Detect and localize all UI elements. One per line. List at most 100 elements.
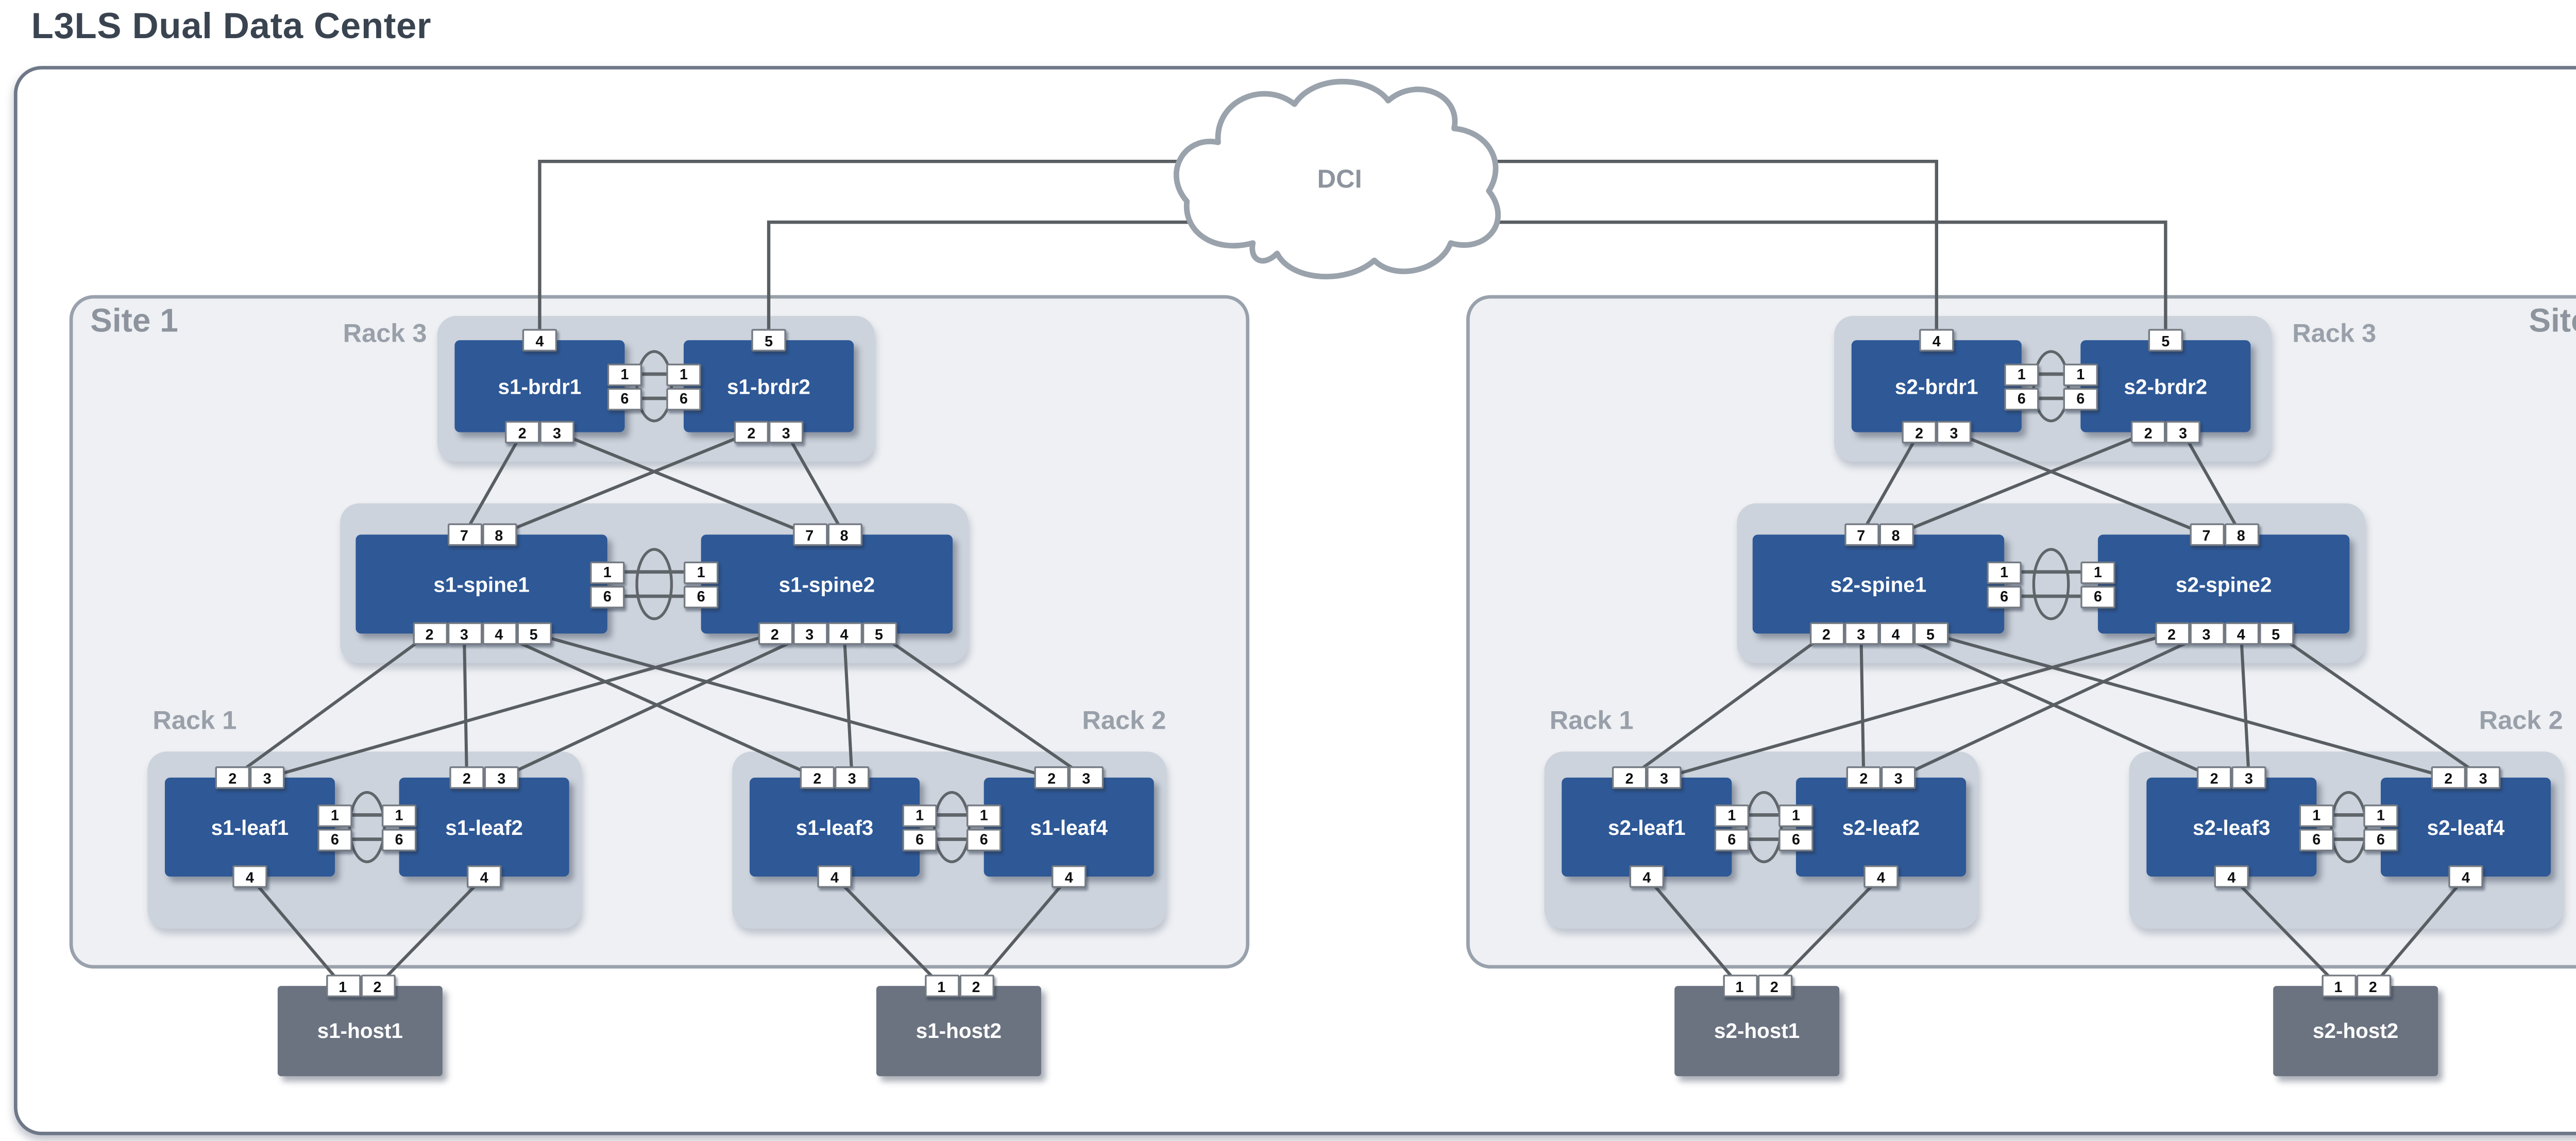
port-s1-leaf2-1: 1 [381, 803, 417, 827]
port-s2-leaf2-6: 6 [1778, 828, 1814, 851]
port-s1-leaf4-3: 3 [1069, 766, 1104, 789]
port-s1-host2-1: 1 [924, 975, 959, 997]
port-s1-brdr2-1: 1 [666, 362, 701, 385]
port-s2-spine2-1: 1 [2080, 560, 2115, 583]
port-s1-leaf1-6: 6 [317, 828, 352, 851]
port-s1-spine1-3: 3 [447, 622, 482, 645]
port-s1-leaf2-2: 2 [449, 766, 484, 789]
node-s1-brdr1: s1-brdr1 [454, 340, 625, 432]
port-s2-brdr1-6: 6 [2004, 387, 2039, 410]
port-s1-leaf1-2: 2 [215, 766, 250, 789]
node-s1-brdr2: s1-brdr2 [684, 340, 854, 432]
node-s2-brdr1: s2-brdr1 [1851, 340, 2022, 432]
port-s2-spine1-4: 4 [1878, 622, 1913, 645]
port-s1-spine2-8: 8 [826, 523, 862, 546]
port-s1-leaf1-4: 4 [232, 865, 267, 888]
port-s2-spine1-8: 8 [1878, 523, 1913, 546]
port-s2-leaf3-1: 1 [2299, 803, 2334, 827]
port-s1-spine1-1: 1 [590, 560, 625, 583]
port-s2-brdr2-6: 6 [2063, 387, 2098, 410]
port-s2-leaf3-3: 3 [2231, 766, 2266, 789]
rack-label-s1-rack3: Rack 3 [343, 319, 427, 349]
node-s2-leaf2: s2-leaf2 [1795, 777, 1967, 877]
port-s2-brdr2-1: 1 [2063, 362, 2098, 385]
port-s2-leaf2-2: 2 [1846, 766, 1882, 789]
port-s2-host1-1: 1 [1722, 975, 1757, 997]
port-s1-host1-1: 1 [325, 975, 360, 997]
port-s2-spine1-3: 3 [1843, 622, 1878, 645]
port-s2-spine2-7: 7 [2189, 523, 2224, 546]
port-s1-host2-2: 2 [958, 975, 994, 997]
port-s1-leaf4-1: 1 [967, 803, 1002, 827]
port-s1-brdr1-2: 2 [505, 421, 540, 444]
rack-label-s2-rack1: Rack 1 [1549, 706, 1634, 736]
port-s2-leaf1-2: 2 [1612, 766, 1647, 789]
port-s1-brdr1-4: 4 [522, 329, 557, 352]
node-s2-brdr2: s2-brdr2 [2080, 340, 2251, 432]
node-s2-spine1: s2-spine1 [1752, 534, 2005, 634]
port-s2-leaf1-4: 4 [1629, 865, 1665, 888]
node-s2-host2: s2-host2 [2273, 986, 2438, 1077]
port-s1-host1-2: 2 [360, 975, 395, 997]
port-s2-brdr1-3: 3 [1936, 421, 1972, 444]
port-s1-brdr1-6: 6 [607, 387, 642, 410]
port-s2-spine2-2: 2 [2154, 622, 2189, 645]
port-s2-brdr1-2: 2 [1902, 421, 1937, 444]
site-label-site2: Site 2 [2529, 304, 2576, 341]
node-s1-host2: s1-host2 [876, 986, 1041, 1077]
port-s1-leaf2-4: 4 [467, 865, 502, 888]
node-s1-leaf2: s1-leaf2 [399, 777, 569, 877]
port-s2-host1-2: 2 [1757, 975, 1792, 997]
port-s1-leaf4-6: 6 [967, 828, 1002, 851]
node-s1-spine2: s1-spine2 [701, 534, 953, 634]
port-s2-leaf2-1: 1 [1778, 803, 1814, 827]
port-s1-leaf2-3: 3 [484, 766, 519, 789]
port-s2-brdr2-2: 2 [2131, 421, 2166, 444]
port-s1-spine2-1: 1 [684, 560, 719, 583]
rack-label-s2-rack2: Rack 2 [2479, 706, 2563, 736]
rack-label-s2-rack3: Rack 3 [2292, 319, 2377, 349]
port-s2-leaf3-2: 2 [2197, 766, 2232, 789]
port-s2-spine2-4: 4 [2224, 622, 2259, 645]
port-s2-spine2-8: 8 [2224, 523, 2259, 546]
port-s1-leaf1-1: 1 [317, 803, 352, 827]
port-s1-leaf4-2: 2 [1034, 766, 1069, 789]
port-s1-spine2-3: 3 [792, 622, 827, 645]
node-s2-leaf3: s2-leaf3 [2146, 777, 2317, 877]
node-s1-host1: s1-host1 [277, 986, 443, 1077]
port-s2-leaf3-6: 6 [2299, 828, 2334, 851]
port-s2-spine1-1: 1 [1987, 560, 2022, 583]
port-s1-spine1-4: 4 [481, 622, 517, 645]
port-s1-spine2-5: 5 [861, 622, 896, 645]
port-s2-spine2-6: 6 [2080, 585, 2115, 608]
port-s1-spine2-2: 2 [757, 622, 792, 645]
rack-label-s1-rack2: Rack 2 [1082, 706, 1166, 736]
port-s1-leaf3-2: 2 [800, 766, 835, 789]
port-s1-spine2-7: 7 [792, 523, 827, 546]
node-s1-leaf3: s1-leaf3 [750, 777, 920, 877]
port-s1-leaf1-3: 3 [250, 766, 285, 789]
port-s2-leaf4-2: 2 [2431, 766, 2466, 789]
port-s1-spine1-2: 2 [412, 622, 447, 645]
port-s2-leaf1-1: 1 [1714, 803, 1750, 827]
port-s2-brdr2-3: 3 [2165, 421, 2200, 444]
node-s2-leaf1: s2-leaf1 [1562, 777, 1732, 877]
port-s1-leaf3-4: 4 [817, 865, 852, 888]
node-s1-leaf1: s1-leaf1 [164, 777, 335, 877]
port-s2-leaf4-4: 4 [2448, 865, 2483, 888]
port-s2-leaf1-6: 6 [1714, 828, 1750, 851]
site-label-site1: Site 1 [90, 304, 178, 341]
rack-label-s1-rack1: Rack 1 [152, 706, 237, 736]
port-s2-leaf4-1: 1 [2363, 803, 2398, 827]
port-s1-leaf4-4: 4 [1052, 865, 1087, 888]
port-s1-leaf3-1: 1 [902, 803, 937, 827]
node-s2-leaf4: s2-leaf4 [2381, 777, 2551, 877]
port-s2-leaf2-4: 4 [1863, 865, 1899, 888]
port-s2-brdr1-4: 4 [1919, 329, 1954, 352]
port-s1-leaf2-6: 6 [381, 828, 417, 851]
port-s2-brdr2-5: 5 [2148, 329, 2183, 352]
node-s2-spine2: s2-spine2 [2098, 534, 2350, 634]
port-s2-spine2-3: 3 [2189, 622, 2224, 645]
node-s1-leaf4: s1-leaf4 [984, 777, 1154, 877]
node-s2-host1: s2-host1 [1674, 986, 1840, 1077]
